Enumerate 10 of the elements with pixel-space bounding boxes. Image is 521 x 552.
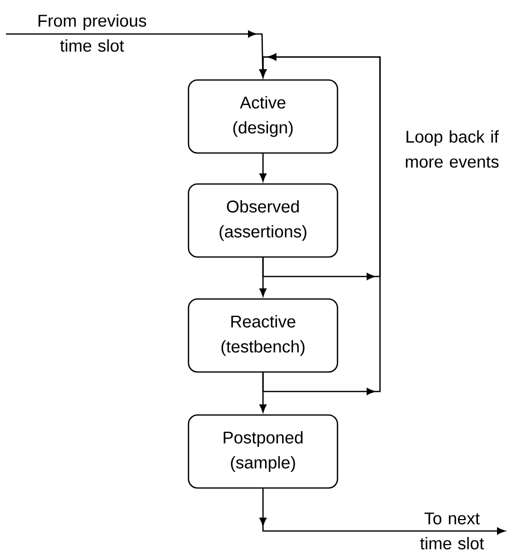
arrow: [260, 154, 266, 182]
edge-label: From previous time slot: [38, 14, 146, 52]
stage-box: Postponed (sample): [188, 414, 338, 489]
edge-label: Loop back if more events: [406, 130, 499, 168]
stage-box: Observed (assertions): [188, 183, 338, 258]
arrow: [260, 54, 381, 395]
arrow: [260, 488, 506, 534]
stage-box: Active (design): [188, 79, 338, 154]
stage-box: Reactive (testbench): [188, 298, 338, 373]
edge-label: To next time slot: [420, 512, 484, 550]
